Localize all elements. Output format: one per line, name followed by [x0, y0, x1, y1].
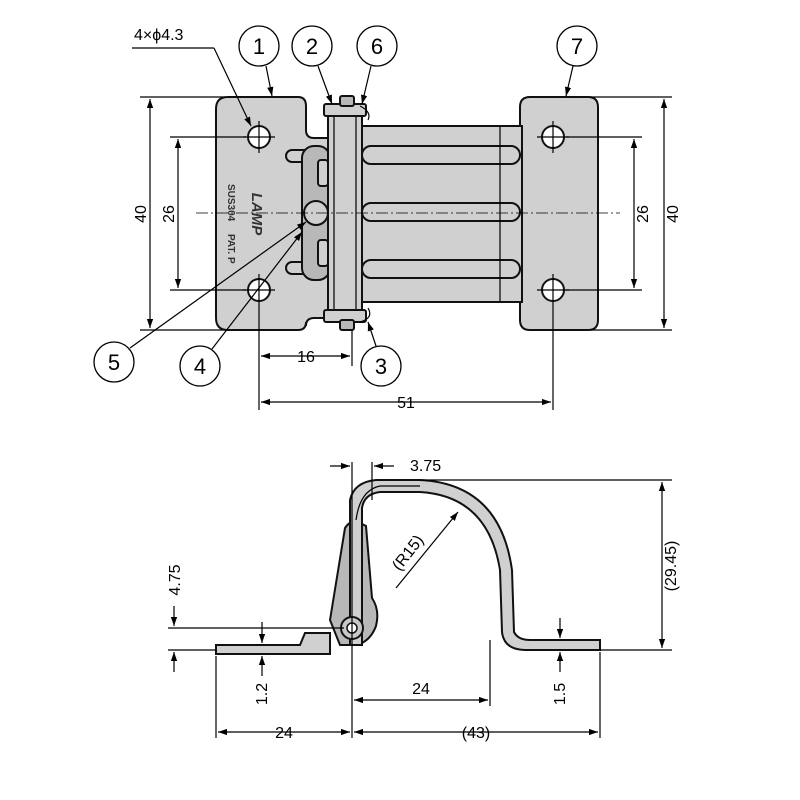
right-leaf: [499, 96, 599, 331]
hole-note: 4×ϕ4.3: [134, 27, 184, 44]
side-left-plate: [215, 632, 331, 655]
dim-span: 51: [397, 395, 415, 412]
side-dim-bottom-right: (43): [462, 725, 490, 742]
side-dim-bottom-left: 24: [275, 725, 293, 742]
dim-offset: 16: [297, 349, 315, 366]
callout-2: 2: [291, 25, 333, 105]
side-dim-pivot-height: 4.75: [167, 564, 184, 595]
stamp-patent: PAT. P: [225, 234, 236, 264]
dim-pitch-right: 26: [635, 205, 652, 223]
side-view: 3.75 (29.45) 4.75 1.2 1.5 24 24 (43) (R1…: [167, 458, 680, 742]
side-dim-radius: (R15): [389, 532, 427, 574]
callout-1: 1: [238, 25, 280, 97]
side-dim-gap: 3.75: [410, 458, 441, 475]
callout-6: 6: [356, 25, 398, 105]
side-dim-height: (29.45): [663, 541, 680, 592]
svg-text:1: 1: [253, 34, 265, 59]
side-dim-inner: 24: [412, 681, 430, 698]
callout-4: 4: [179, 231, 303, 387]
svg-text:5: 5: [108, 350, 120, 375]
side-dim-thickness-right: 1.5: [552, 683, 569, 705]
svg-text:2: 2: [306, 34, 318, 59]
dim-pitch-left: 26: [161, 205, 178, 223]
dim-height-right: 40: [665, 205, 682, 223]
side-arch: [349, 479, 601, 651]
callout-7: 7: [556, 25, 598, 97]
axis-pin-bottom: [339, 319, 355, 331]
callout-5: 5: [93, 221, 307, 383]
rib-1: [361, 145, 521, 165]
stamp-material: SUS304: [225, 184, 236, 222]
top-view: LAMP SUS304 PAT. P 40: [93, 25, 682, 412]
axis-pin-top: [339, 95, 355, 107]
mount-holes: [243, 121, 569, 306]
side-dim-thickness-left: 1.2: [254, 683, 271, 705]
svg-text:4: 4: [194, 354, 206, 379]
callout-3: 3: [360, 321, 402, 387]
svg-text:7: 7: [571, 34, 583, 59]
rib-3: [361, 259, 521, 279]
stamp-logo: LAMP: [248, 193, 265, 236]
rib-2: [361, 202, 521, 222]
svg-text:3: 3: [375, 354, 387, 379]
svg-text:6: 6: [371, 34, 383, 59]
dim-height-left: 40: [133, 205, 150, 223]
